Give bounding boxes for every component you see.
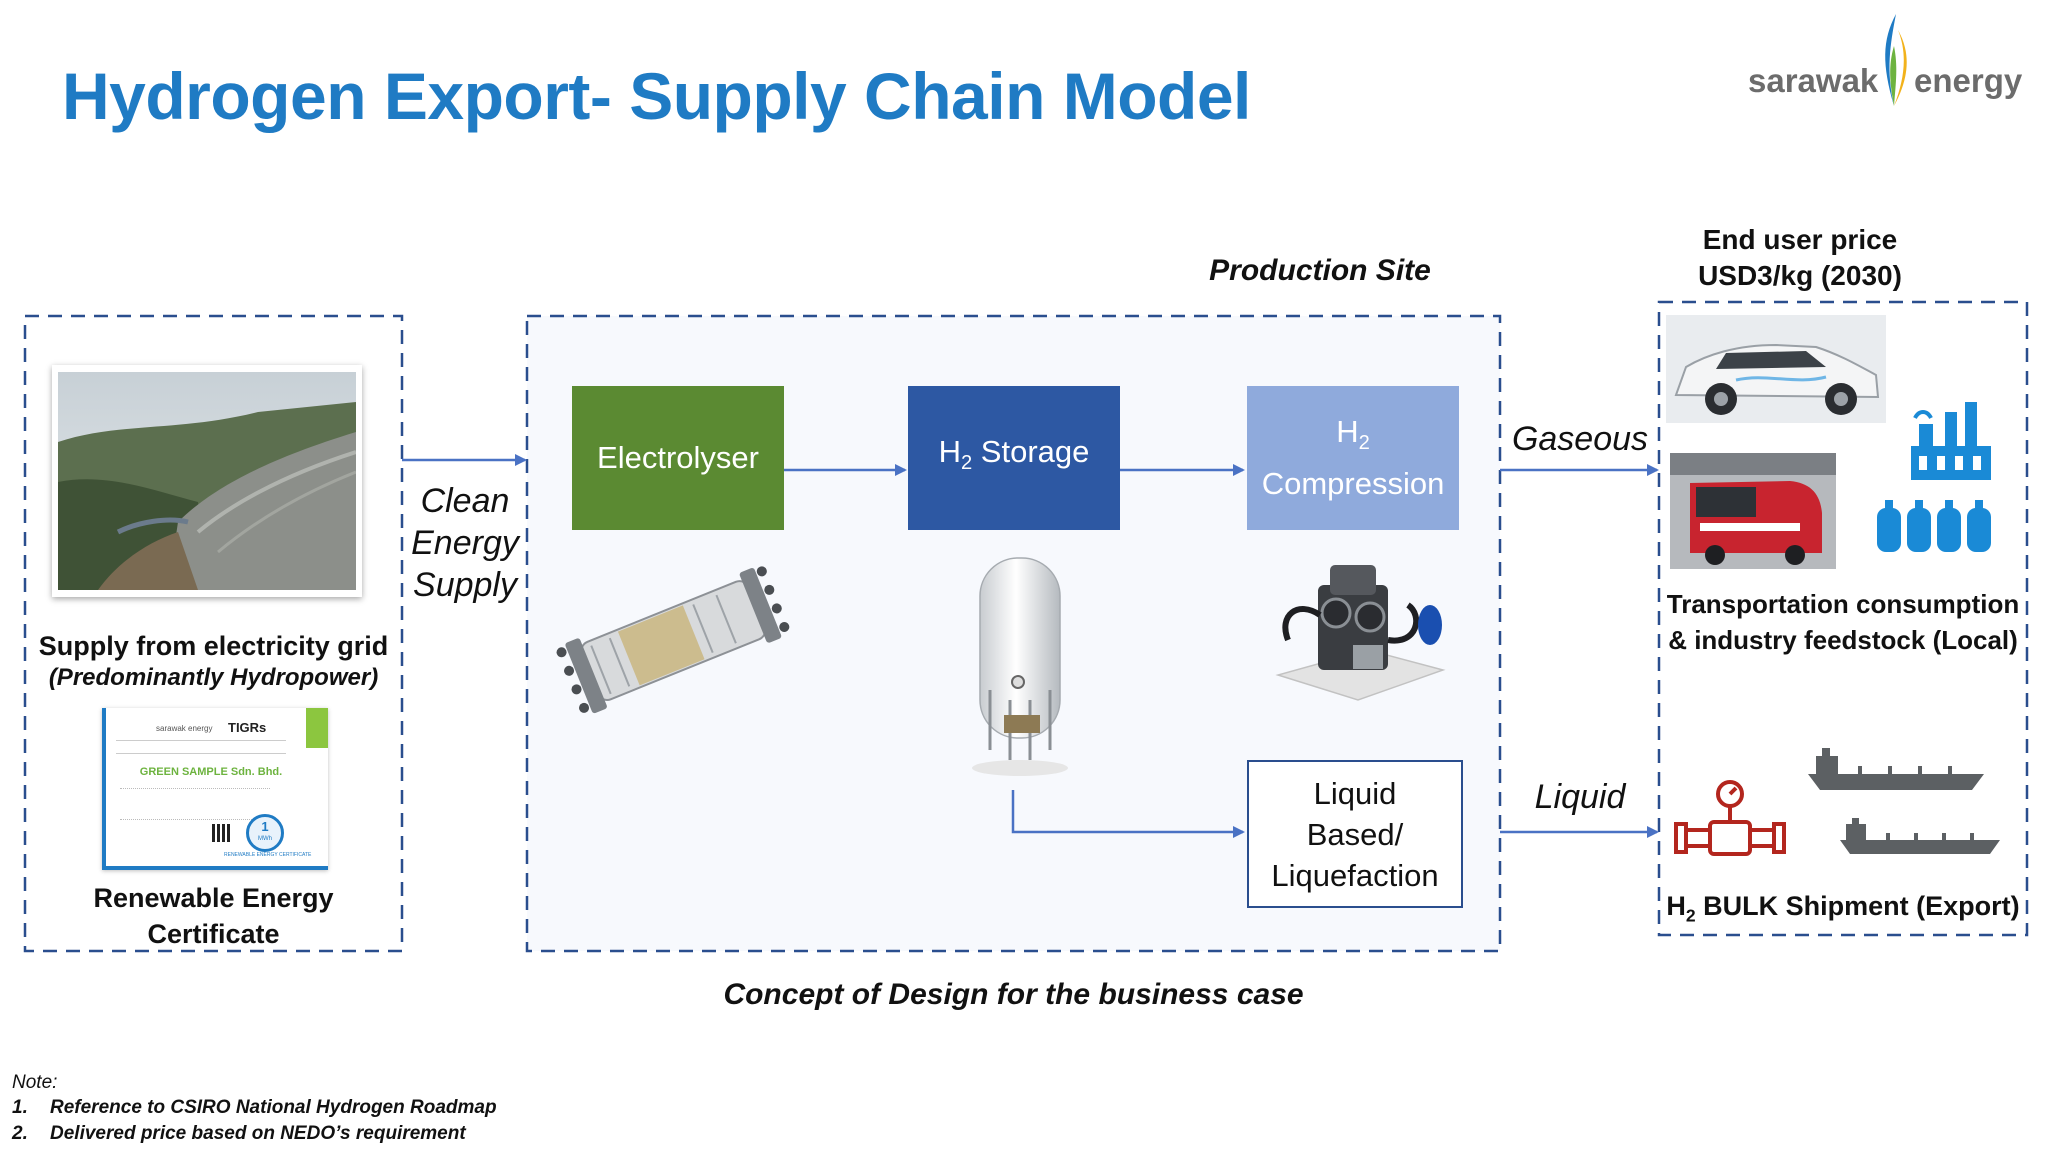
certificate-brand: sarawak energy — [156, 724, 213, 733]
certificate-company: GREEN SAMPLE Sdn. Bhd. — [139, 766, 283, 778]
hydropower-dam-photo — [52, 365, 362, 597]
certificate-label-line2: Certificate — [147, 919, 280, 949]
local-consumption-line1: Transportation consumption — [1666, 589, 2020, 619]
page-title: Hydrogen Export- Supply Chain Model — [62, 59, 1251, 133]
production-site-title: Production Site — [1209, 254, 1431, 287]
end-user-price-line1: End user price — [1702, 224, 1898, 255]
h2-compressor-image — [1275, 565, 1446, 701]
certificate-badge-value: 1 — [261, 819, 269, 834]
logo-text-right: energy — [1914, 62, 2023, 99]
notes-heading: Note: — [12, 1072, 58, 1093]
liquefaction-line2: Based/ — [1306, 816, 1404, 852]
logo-text-left: sarawak — [1748, 62, 1879, 99]
h2-compression-label-line1: H2 — [1336, 414, 1370, 455]
certificate-badge-unit: MWh — [258, 836, 272, 842]
local-consumption-line2: & industry feedstock (Local) — [1668, 625, 2018, 655]
hydrogen-bus-image — [1670, 453, 1836, 569]
clean-energy-line2: Energy — [411, 524, 519, 562]
certificate-issuer: TIGRs — [228, 720, 267, 735]
source-group-box — [23, 314, 404, 953]
sarawak-energy-logo: sarawak energy — [1748, 10, 2028, 110]
liquefaction-line1: Liquid — [1313, 775, 1397, 811]
end-user-group-box — [1657, 300, 2029, 937]
logo-flame-icon — [1885, 14, 1907, 106]
clean-energy-line1: Clean — [420, 482, 510, 520]
h2-storage-box: H2 Storage — [908, 386, 1120, 530]
clean-energy-line3: Supply — [413, 566, 517, 604]
electrolyser-stack-image — [556, 566, 790, 714]
certificate-badge-icon: 1 MWh — [246, 814, 284, 852]
cargo-ship-icon-1 — [1808, 748, 1984, 790]
certificate-qr-icon — [212, 824, 230, 842]
note-item-1: 1.Reference to CSIRO National Hydrogen R… — [12, 1097, 497, 1118]
gas-cylinders-icon — [1877, 500, 1991, 552]
cargo-ship-icon-2 — [1840, 818, 2000, 854]
renewable-energy-certificate: sarawak energy TIGRs GREEN SAMPLE Sdn. B… — [102, 708, 328, 870]
clean-energy-label: Clean Energy Supply — [405, 480, 525, 606]
source-label: Supply from electricity grid — [38, 631, 389, 661]
factory-icon — [1911, 402, 1991, 480]
end-user-price-line2: USD3/kg (2030) — [1698, 260, 1902, 291]
h2-compression-box: H2 Compression — [1247, 386, 1459, 530]
liquefaction-box: Liquid Based/ Liquefaction — [1247, 760, 1463, 908]
note-item-2: 2.Delivered price based on NEDO’s requir… — [12, 1123, 466, 1144]
certificate-footer: RENEWABLE ENERGY CERTIFICATE — [224, 852, 312, 858]
source-sublabel: (Predominantly Hydropower) — [48, 664, 379, 691]
certificate-label-line1: Renewable Energy — [93, 883, 334, 913]
export-label: H2 BULK Shipment (Export) — [1666, 891, 2020, 926]
arrow-storage-liquid — [1011, 790, 1245, 838]
h2-storage-label: H2 Storage — [938, 434, 1090, 475]
design-caption: Concept of Design for the business case — [723, 978, 1304, 1011]
h2-compression-label-line2: Compression — [1261, 465, 1445, 501]
liquid-label: Liquid — [1534, 778, 1626, 816]
hydrogen-car-image — [1666, 315, 1886, 423]
electrolyser-label: Electrolyser — [597, 440, 759, 475]
gaseous-label: Gaseous — [1511, 420, 1649, 458]
liquefaction-line3: Liquefaction — [1271, 857, 1439, 893]
h2-storage-tank-image — [972, 557, 1068, 776]
electrolyser-box: Electrolyser — [572, 386, 784, 530]
pipeline-valve-icon — [1674, 780, 1786, 856]
